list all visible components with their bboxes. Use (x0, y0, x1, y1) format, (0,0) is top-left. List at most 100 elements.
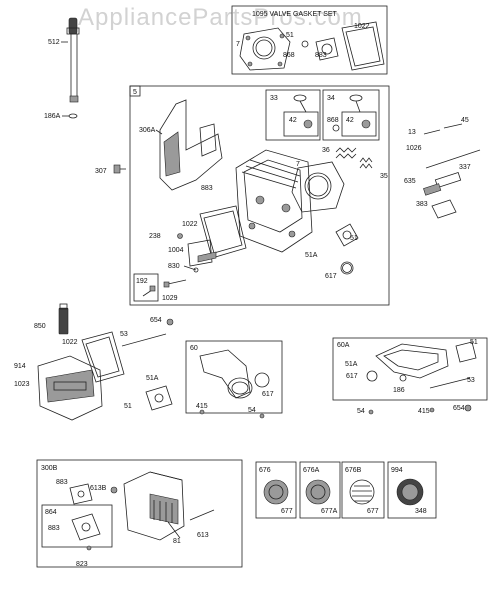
screen-676A-box-number: 676A (303, 467, 320, 474)
rocker-gasket-1022c-part (81, 331, 125, 383)
callout-635: 635 (404, 178, 416, 185)
screw-823-part (86, 545, 92, 551)
stud-53b-part (429, 377, 471, 389)
head-gasket-7b-part (291, 161, 345, 213)
intake-manifold-alt-box (332, 337, 488, 401)
callout-1023: 1023 (14, 381, 30, 388)
guard-box-number: 864 (45, 509, 57, 516)
valve-intake-box (265, 89, 321, 141)
callout-654b: 654 (453, 405, 465, 412)
screw-415a-part (199, 409, 205, 415)
screen-676A-part (305, 479, 331, 505)
callout-415b: 415 (418, 408, 430, 415)
callout-1022a: 1022 (354, 23, 370, 30)
screen-676B-box-number: 676B (345, 467, 362, 474)
callout-51a: 51 (286, 32, 294, 39)
oring-617a-part (340, 261, 354, 275)
screw-54a-part (259, 413, 265, 419)
valve-seal-42b-box (341, 111, 377, 137)
valve-intake-box-number: 33 (270, 95, 278, 102)
callout-883c: 883 (56, 479, 68, 486)
valve-seal-42a-part (303, 119, 313, 129)
callout-850: 850 (34, 323, 46, 330)
callout-1029: 1029 (162, 295, 178, 302)
callout-868a: 868 (283, 52, 295, 59)
oil-bottle-850-part (58, 303, 69, 335)
bolt-81-part (167, 521, 181, 539)
callout-823: 823 (76, 561, 88, 568)
screen-676-box (255, 461, 297, 519)
rod-45-part (443, 123, 463, 129)
callout-883a: 883 (315, 52, 327, 59)
cylinder-head-box-number: 5 (133, 89, 137, 96)
watermark: AppliancePartsPros.com (78, 4, 363, 31)
callout-51d: 51 (470, 339, 478, 346)
callout-53a: 53 (120, 331, 128, 338)
breather-plate-part (187, 239, 217, 267)
valve-seal-42a-box (283, 111, 319, 137)
callout-677a: 677 (281, 508, 293, 515)
callout-613B: 613B (90, 485, 107, 492)
bolt-192-part (142, 285, 156, 297)
callout-54a: 54 (248, 407, 256, 414)
intake-gasket-51c-part (145, 385, 173, 411)
callout-307: 307 (95, 168, 107, 175)
screw-54b-part (368, 409, 374, 415)
callout-830: 830 (168, 263, 180, 270)
callout-81: 81 (173, 538, 181, 545)
rocker-cover-1023-part (37, 355, 103, 421)
exhaust-valve-part (349, 94, 363, 113)
leader-306A (155, 129, 163, 135)
callout-42a: 42 (289, 117, 297, 124)
rocker-gasket-1022-part (199, 205, 247, 259)
callout-383: 383 (416, 201, 428, 208)
muffler-box-number: 300B (41, 465, 58, 472)
callout-617a: 617 (325, 273, 337, 280)
callout-883d: 883 (48, 525, 60, 532)
callout-654a: 654 (150, 317, 162, 324)
valve-exhaust-box-number: 34 (327, 95, 335, 102)
callout-1022c: 1022 (62, 339, 78, 346)
screw-613B-part (110, 486, 118, 494)
head-gasket-part (239, 27, 291, 71)
callout-51Ac: 51A (345, 361, 358, 368)
callout-1022b: 1022 (182, 221, 198, 228)
box-number-5 (129, 85, 141, 97)
valve-spring-36-part (335, 147, 357, 159)
spark-plug-337-part (434, 171, 462, 189)
callout-36: 36 (322, 147, 330, 154)
callout-13: 13 (408, 129, 416, 136)
callout-1004: 1004 (168, 247, 184, 254)
callout-512: 512 (48, 39, 60, 46)
oring-617c-part (366, 370, 378, 382)
screw-830-part (183, 265, 199, 273)
stud-53a-part (121, 333, 167, 347)
callout-677b: 677 (367, 508, 379, 515)
callout-51Ab: 51A (146, 375, 159, 382)
intake-gasket-51d-part (455, 341, 477, 363)
callout-51A: 51A (305, 252, 318, 259)
air-shroud-part (159, 99, 223, 191)
callout-7a: 7 (236, 41, 240, 48)
callout-54b: 54 (357, 408, 365, 415)
callout-883b: 883 (201, 185, 213, 192)
valve-exhaust-box (322, 89, 380, 141)
intake-manifold-alt-box-number: 60A (337, 342, 350, 349)
cylinder-head-part (235, 149, 313, 253)
callout-677A: 677A (321, 508, 338, 515)
intake-gasket-part (315, 37, 339, 61)
boot-635-part (423, 183, 442, 196)
screen-676-part (263, 479, 289, 505)
bolt-kit-box-number: 192 (136, 278, 148, 285)
callout-51c: 51 (124, 403, 132, 410)
plug-307-part (113, 164, 126, 174)
callout-186: 186 (393, 387, 405, 394)
intake-valve-part (293, 94, 307, 113)
callout-7b: 7 (296, 161, 300, 168)
bolt-13-part (423, 129, 441, 135)
rod-1026-part (425, 149, 481, 169)
oring-186A-part (68, 113, 78, 119)
screen-994-part (396, 478, 424, 506)
callout-51b: 51 (350, 235, 358, 242)
nut-654b-part (464, 404, 472, 412)
